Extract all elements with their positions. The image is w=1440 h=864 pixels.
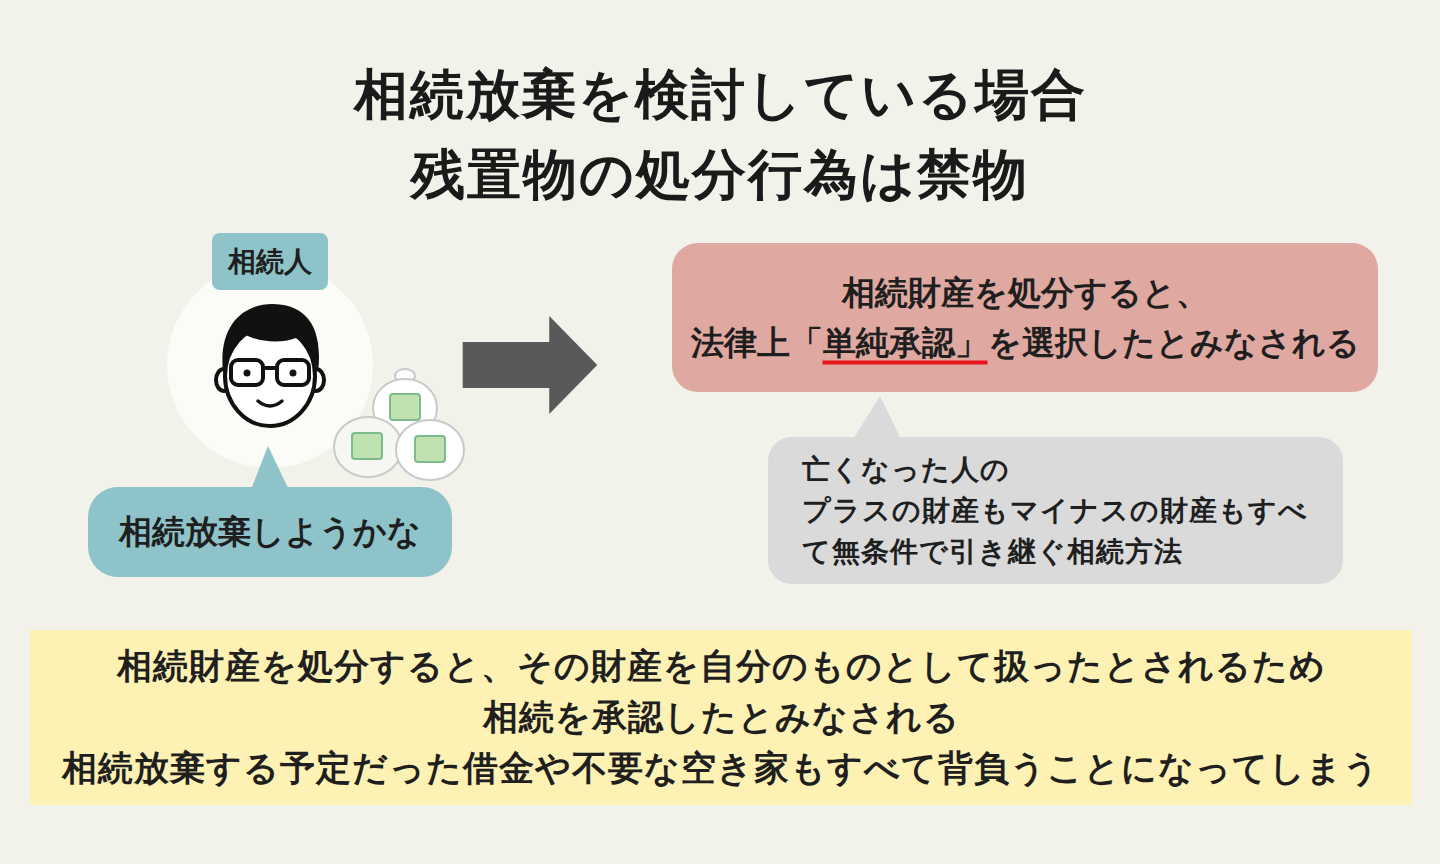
emphasis-underline bbox=[823, 361, 988, 365]
circle-shape bbox=[167, 262, 373, 468]
money-bags bbox=[334, 369, 464, 480]
hair bbox=[222, 304, 319, 372]
arrow-head bbox=[549, 316, 597, 414]
text-line: 相続財産を処分すると、 bbox=[691, 268, 1360, 318]
bill bbox=[390, 394, 420, 420]
text-box: 相続放棄しようかな bbox=[88, 487, 452, 577]
person-illustration bbox=[216, 304, 324, 426]
flow-arrow bbox=[463, 316, 598, 414]
text-box: 相続財産を処分すると、その財産を自分のものとして扱ったとされるため 相続を承認し… bbox=[30, 630, 1412, 805]
text-line: て無条件で引き継ぐ相続方法 bbox=[802, 531, 1308, 572]
eye bbox=[290, 370, 297, 377]
ear bbox=[216, 369, 232, 391]
eye bbox=[244, 370, 251, 377]
role-tag: 相続人 bbox=[212, 233, 328, 290]
box-text: 亡くなった人の プラスの財産もマイナスの財産もすべ て無条件で引き継ぐ相続方法 bbox=[802, 449, 1308, 572]
text-line: 残置物の処分行為は禁物 bbox=[0, 135, 1440, 215]
head bbox=[225, 326, 315, 426]
money-bag bbox=[396, 420, 464, 480]
glasses bbox=[231, 360, 263, 385]
text-line: 相続財産を処分すると、その財産を自分のものとして扱ったとされるため bbox=[62, 641, 1380, 692]
glasses bbox=[277, 360, 309, 385]
text-box: 相続財産を処分すると、 法律上「単純承認」を選択したとみなされる bbox=[672, 243, 1378, 392]
callout-tail bbox=[852, 396, 902, 441]
text-line: 相続放棄する予定だった借金や不要な空き家もすべて背負うことになってしまう bbox=[62, 743, 1380, 794]
money-bag bbox=[373, 379, 437, 437]
text-line: 亡くなった人の bbox=[802, 449, 1308, 490]
ear bbox=[308, 369, 324, 391]
text-line: プラスの財産もマイナスの財産もすべ bbox=[802, 490, 1308, 531]
glasses-bridge bbox=[263, 366, 277, 370]
person-circle: 相続人 bbox=[167, 262, 373, 468]
bill bbox=[352, 433, 382, 459]
text-line: 相続放棄を検討している場合 bbox=[0, 55, 1440, 135]
bag-knot bbox=[395, 369, 415, 383]
text-line: 法律上「単純承認」を選択したとみなされる bbox=[691, 318, 1360, 368]
arrow-body bbox=[463, 342, 552, 388]
bill bbox=[415, 436, 445, 462]
box-text: 相続財産を処分すると、その財産を自分のものとして扱ったとされるため 相続を承認し… bbox=[62, 641, 1380, 794]
box-text: 相続放棄しようかな bbox=[119, 510, 421, 554]
text-line: 相続を承認したとみなされる bbox=[62, 692, 1380, 743]
bubble-tail bbox=[250, 446, 290, 492]
box-text: 相続財産を処分すると、 法律上「単純承認」を選択したとみなされる bbox=[691, 268, 1360, 368]
mouth bbox=[258, 401, 282, 406]
diagram-title: 相続放棄を検討している場合 残置物の処分行為は禁物 bbox=[0, 55, 1440, 215]
text-line: 相続人 bbox=[228, 233, 312, 290]
text-line: 相続放棄しようかな bbox=[119, 510, 421, 554]
money-bag bbox=[334, 417, 402, 477]
circle-outline bbox=[167, 262, 373, 468]
text-box: 亡くなった人の プラスの財産もマイナスの財産もすべ て無条件で引き継ぐ相続方法 bbox=[768, 437, 1343, 584]
